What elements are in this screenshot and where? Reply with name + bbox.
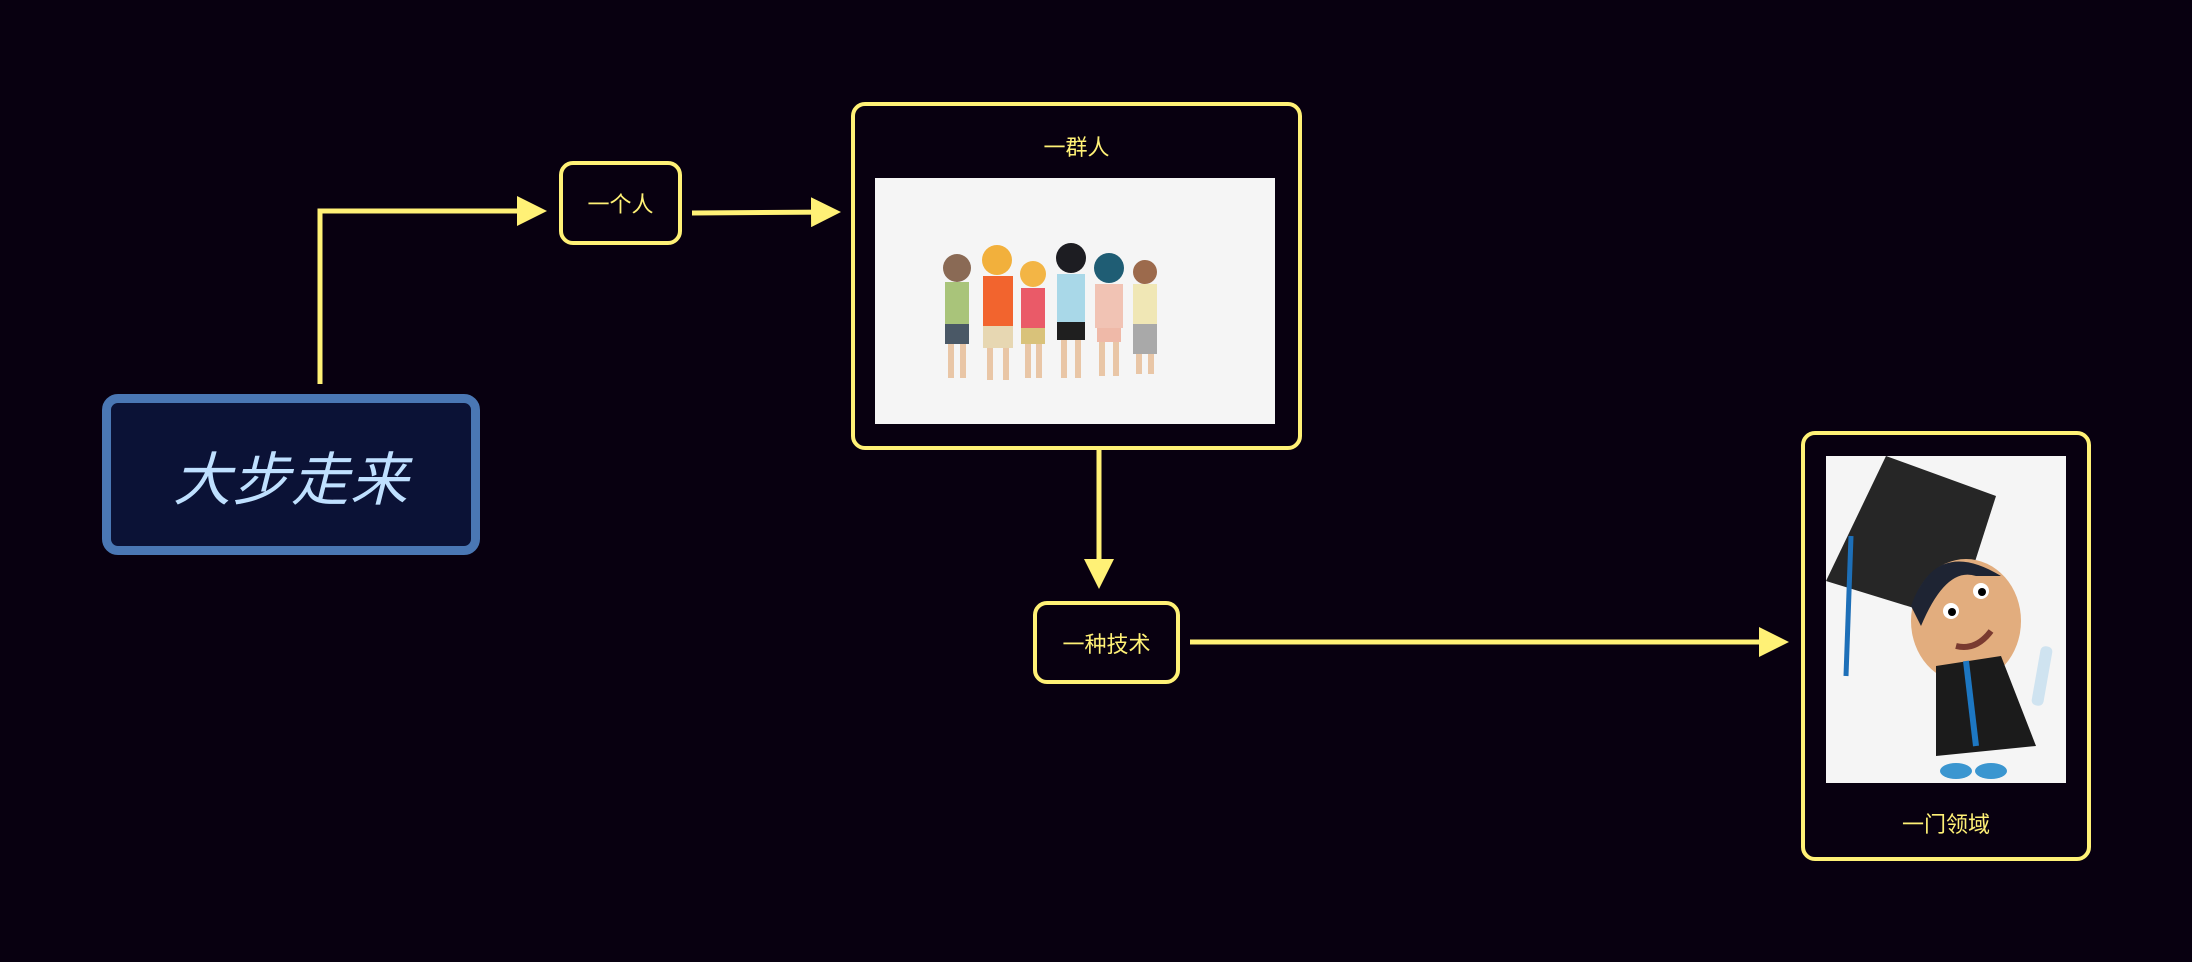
start-node[interactable]: 大步走来 [102, 394, 480, 555]
node-one-person-label: 一个人 [587, 193, 654, 218]
node-one-person[interactable]: 一个人 [559, 161, 682, 245]
node-technique-label: 一种技术 [1062, 632, 1151, 658]
group-people-image [875, 178, 1275, 424]
node-technique[interactable]: 一种技术 [1033, 601, 1180, 684]
node-group[interactable]: 一群人 [851, 102, 1302, 450]
edge-start-to-one-person [317, 196, 547, 384]
node-field[interactable]: 一门领域 [1801, 431, 2091, 861]
node-field-label: 一门领域 [1901, 813, 1990, 838]
graduate-image [1826, 456, 2066, 783]
start-node-label: 大步走来 [172, 445, 409, 514]
node-group-label: 一群人 [1043, 136, 1110, 161]
edge-one-person-to-group [691, 197, 841, 228]
